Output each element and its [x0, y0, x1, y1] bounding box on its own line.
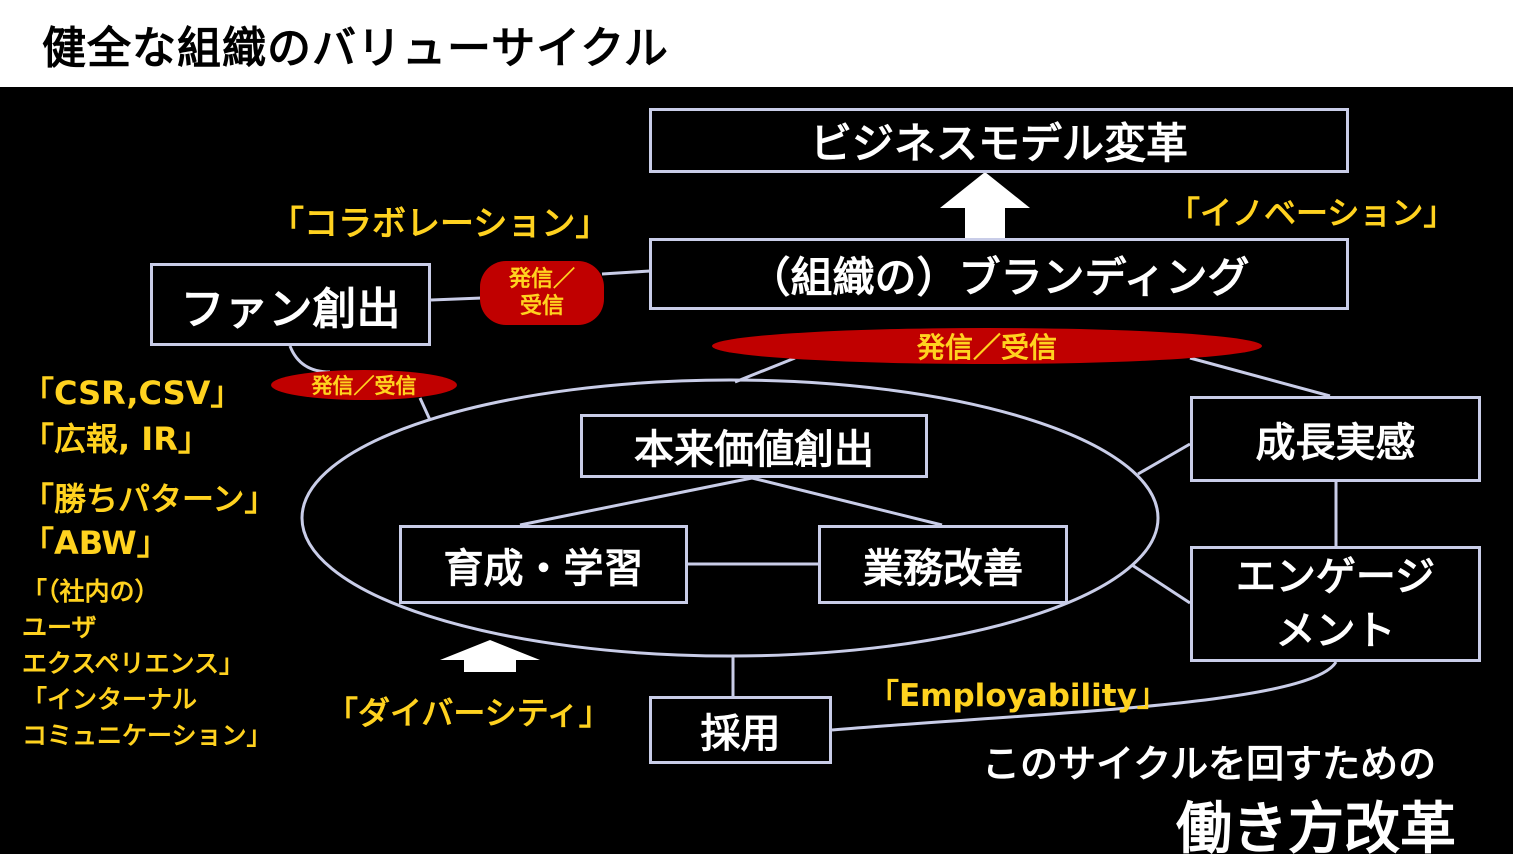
business-model-box: ビジネスモデル変革	[649, 108, 1349, 173]
label-ux-line3: エクスペリエンス」	[22, 649, 245, 678]
fan-box: ファン創出	[150, 263, 431, 346]
improvement-label: 業務改善	[863, 545, 1023, 592]
growth-label: 成長実感	[1255, 420, 1416, 466]
connector-ellipse-engagement	[1131, 563, 1191, 605]
send-receive-pill-large: 発信／受信	[712, 328, 1262, 364]
connector-branding-ellipse	[734, 356, 796, 384]
label-diversity: 「ダイバーシティ」	[326, 694, 611, 732]
connector-hiring-engagement	[831, 661, 1338, 732]
label-pattern: 「勝ちパターン」	[22, 480, 277, 518]
send-receive-pill-small: 発信／ 受信	[480, 261, 604, 325]
label-employability: 「Employability」	[868, 678, 1168, 714]
training-box: 育成・学習	[399, 525, 688, 604]
training-label: 育成・学習	[443, 545, 644, 592]
true-value-box: 本来価値創出	[580, 414, 928, 478]
footer-line2: 働き方改革	[1176, 797, 1456, 862]
label-internal-line2: コミュニケーション」	[22, 721, 272, 750]
hiring-label: 採用	[700, 711, 781, 757]
engagement-box: エンゲージ メント	[1190, 546, 1481, 662]
send-receive-pill-left: 発信／受信	[271, 370, 457, 400]
label-internal-line1: 「インターナル	[22, 685, 198, 714]
cycle-ellipse	[300, 378, 1160, 658]
label-pr: 「広報, IR」	[22, 420, 210, 458]
engagement-label-line1: エンゲージ	[1235, 554, 1436, 600]
hiring-box: 採用	[649, 696, 832, 764]
pill-large-label: 発信／受信	[916, 331, 1057, 364]
connector-tree-left	[519, 476, 753, 527]
pill-left-label: 発信／受信	[311, 374, 417, 398]
up-arrow-bottom	[440, 640, 540, 672]
footer-line1: このサイクルを回すための	[982, 742, 1437, 786]
engagement-label-line2: メント	[1275, 608, 1396, 654]
branding-label: （組織の）ブランディング	[748, 252, 1250, 302]
slide-title: 健全な組織のバリューサイクル	[42, 23, 669, 74]
up-arrow-top	[940, 172, 1030, 238]
connector-fan-ellipse	[288, 345, 331, 374]
label-abw: 「ABW」	[22, 524, 169, 562]
improvement-box: 業務改善	[818, 525, 1068, 604]
connector-ellipse-growth	[1137, 442, 1191, 476]
label-csr: 「CSR,CSV」	[22, 374, 243, 412]
connector-tree-right	[751, 476, 943, 527]
connector-pill-ellipse	[418, 397, 432, 421]
label-innovation: 「イノベーション」	[1168, 194, 1456, 232]
label-collaboration: 「コラボレーション」	[270, 204, 610, 244]
fan-label: ファン創出	[180, 283, 401, 335]
branding-box: （組織の）ブランディング	[649, 238, 1349, 310]
label-ux-line2: ユーザ	[22, 613, 97, 642]
business-model-label: ビジネスモデル変革	[809, 119, 1188, 168]
pill-small-line1: 発信／	[508, 266, 575, 292]
true-value-label: 本来価値創出	[634, 427, 874, 473]
connector-branding-growth	[1189, 356, 1331, 398]
growth-box: 成長実感	[1190, 396, 1481, 482]
connector-pill-branding	[601, 269, 651, 276]
label-ux-line1: 「（社内の）	[22, 577, 160, 606]
connector-fan-pill	[430, 296, 483, 302]
pill-small-line2: 受信	[519, 294, 564, 319]
